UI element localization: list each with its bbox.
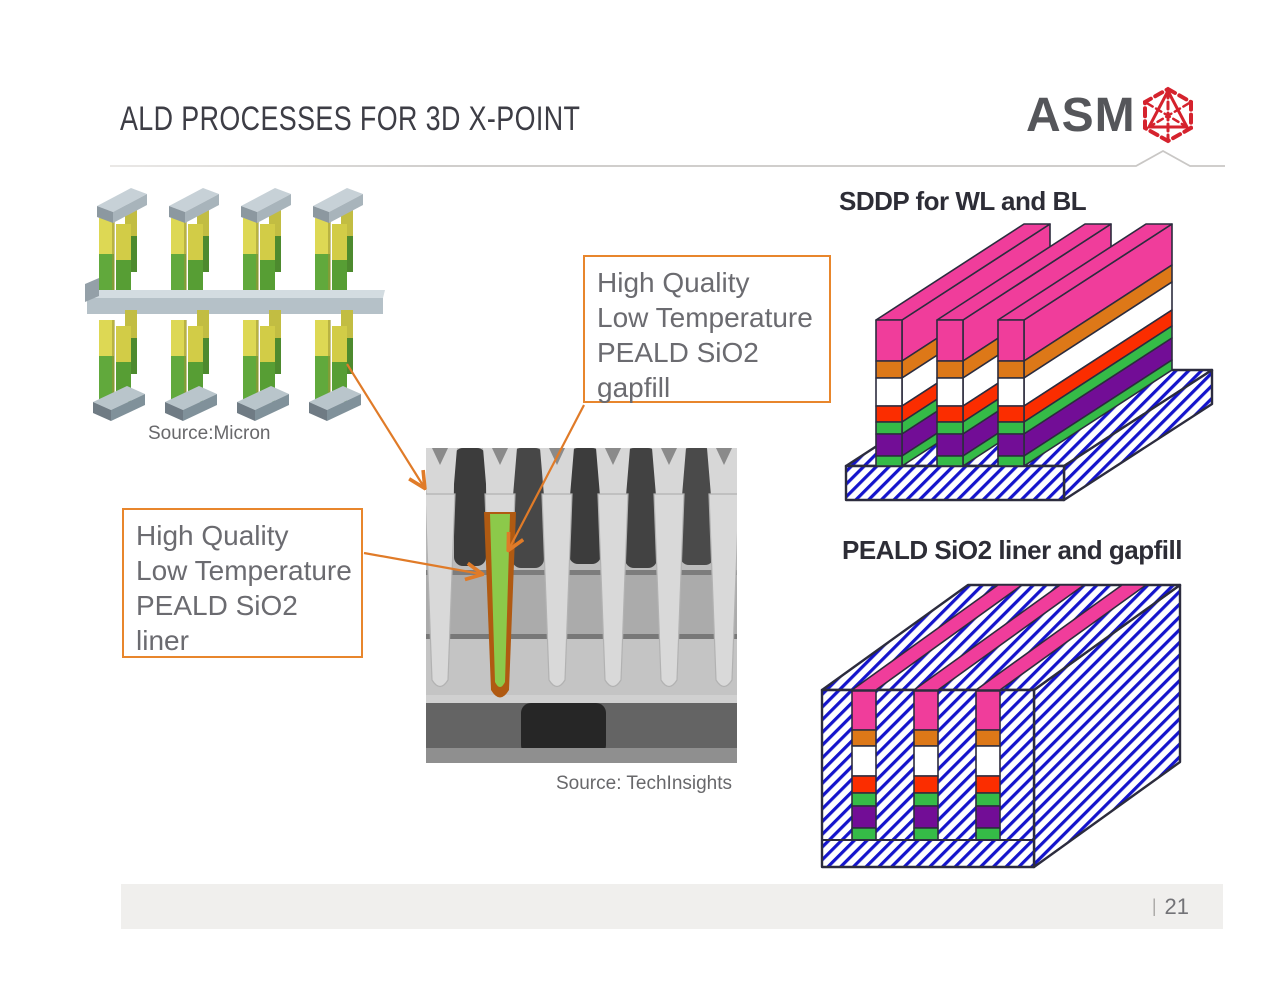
gapfill-callout-line: PEALD SiO2 [597, 337, 759, 368]
footer-bar: | 21 [121, 884, 1223, 929]
sddp-diagram-label: SDDP for WL and BL [839, 186, 1087, 216]
slide-title: ALD PROCESSES FOR 3D X-POINT [120, 100, 581, 138]
sddp-fins-diagram [844, 223, 1214, 502]
liner-gapfill-diagram-label: PEALD SiO2 liner and gapfill [842, 535, 1182, 565]
gapfill-callout-line: gapfill [597, 372, 671, 403]
liner-gapfill-diagram [820, 583, 1182, 869]
xpoint-3d-render [85, 188, 385, 421]
liner-callout-line: PEALD SiO2 [136, 590, 298, 621]
tem-cross-section-image [426, 448, 737, 763]
header-divider [110, 149, 1225, 167]
liner-callout-line: High Quality [136, 520, 289, 551]
tem-gapfill-highlight [490, 514, 510, 687]
asm-logo-icon [1143, 86, 1193, 144]
asm-logo-wordmark: ASM [1026, 89, 1136, 142]
gapfill-callout-box: High Quality Low Temperature PEALD SiO2 … [583, 255, 831, 403]
liner-callout-box: High Quality Low Temperature PEALD SiO2 … [122, 508, 363, 658]
page-number-separator: | [1151, 896, 1157, 916]
gapfill-callout-line: Low Temperature [597, 302, 813, 333]
gapfill-callout-line: High Quality [597, 267, 750, 298]
liner-callout-line: liner [136, 625, 189, 656]
liner-callout-line: Low Temperature [136, 555, 352, 586]
techinsights-source-caption: Source: TechInsights [556, 773, 733, 794]
micron-source-caption: Source:Micron [148, 423, 271, 444]
page-number: 21 [1164, 893, 1189, 919]
